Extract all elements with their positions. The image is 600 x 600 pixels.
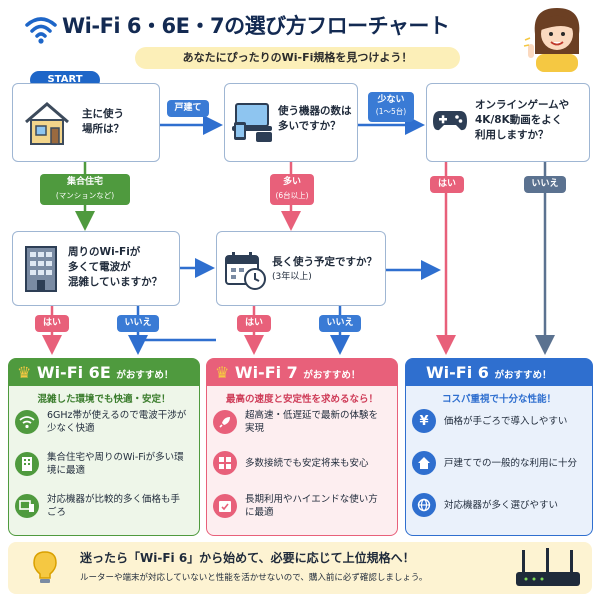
feature-text: 多数接続でも安定将来も安心 — [245, 457, 369, 469]
feature-text: 価格が手ごろで導入しやすい — [444, 415, 568, 427]
calendar-clock-icon — [225, 252, 266, 290]
footer-main-text: 迷ったら「Wi-Fi 6」から始めて、必要に応じて上位規格へ！ — [80, 551, 415, 565]
feature-item: 多数接続でも安定将来も安心 — [213, 451, 385, 475]
feature-text: 超高速・低遅延で最新の体験を実現 — [245, 410, 379, 434]
edge-label-congestion-yes: はい — [35, 315, 69, 332]
question-long-term-text: 長く使う予定ですか？ (3年以上) — [272, 255, 384, 285]
house-icon — [412, 451, 436, 475]
house-icon — [25, 102, 69, 145]
apartment-building-icon — [25, 246, 57, 292]
feature-item: 超高速・低遅延で最新の体験を実現 — [213, 409, 385, 435]
guide-woman-illustration — [523, 8, 580, 72]
subtitle-banner: あなたにぴったりのWi-Fi規格を見つけよう！ — [135, 47, 460, 69]
q2-line2: 多いですか？ — [278, 120, 341, 132]
feature-text: 戸建てでの一般的な利用に十分 — [444, 457, 578, 469]
router-icon — [516, 548, 580, 586]
card-suffix: がおすすめ！ — [494, 370, 552, 381]
card-title: Wi-Fi 6E — [36, 363, 111, 382]
q1-line2: 場所は？ — [82, 123, 124, 135]
edge-label-apartment-line2: (マンションなど) — [55, 191, 115, 200]
q1-line1: 主に使う — [82, 108, 124, 120]
question-location-text: 主に使う 場所は？ — [82, 107, 157, 137]
q2-line1: 使う機器の数は — [278, 105, 352, 117]
feature-text: 集合住宅や周りのWi-Fiが多い環境に最適 — [47, 452, 184, 476]
edge-label-apartment: 集合住宅 (マンションなど) — [40, 174, 130, 205]
footer-tip-banner — [8, 542, 592, 594]
feature-item: 集合住宅や周りのWi-Fiが多い環境に最適 — [15, 451, 187, 477]
card-tagline: 混雑した環境でも快適・安定！ — [37, 394, 171, 405]
edge-label-many-line2: (6台以上) — [275, 191, 309, 200]
edge-label-long-term-no: いいえ — [319, 315, 361, 332]
feature-text: 長期利用やハイエンドな使い方に最適 — [245, 494, 378, 518]
building-icon — [15, 452, 39, 476]
edge-label-gaming-yes: はい — [430, 176, 464, 193]
q3-line2: 4K/8K動画をよく — [475, 114, 563, 126]
crown-icon: ♛ — [215, 363, 230, 382]
feature-item: ¥ 価格が手ごろで導入しやすい — [412, 409, 584, 433]
grid-icon — [213, 451, 237, 475]
q5-line1: 長く使う予定ですか？ — [272, 256, 377, 268]
question-device-count-text: 使う機器の数は 多いですか？ — [278, 104, 360, 134]
edge-label-congestion-no: いいえ — [117, 315, 159, 332]
page-title: Wi-Fi 6・6E・7の選び方フローチャート — [62, 14, 450, 38]
card-suffix: がおすすめ！ — [303, 370, 361, 381]
feature-item: 6GHz帯が使えるので電波干渉が少なく快適 — [15, 409, 187, 435]
card-header: ♛ Wi-Fi 7 がおすすめ！ — [207, 359, 397, 386]
edge-label-house: 戸建て — [167, 100, 209, 117]
card-suffix: がおすすめ！ — [116, 370, 174, 381]
edge-label-gaming-no: いいえ — [524, 176, 566, 193]
calendar-check-icon — [213, 494, 237, 518]
devices-icon — [15, 494, 39, 518]
q3-line3: 利用しますか？ — [475, 129, 549, 141]
crown-icon: ♛ — [17, 363, 32, 382]
feature-item: 対応機器が比較的多く価格も手ごろ — [15, 493, 187, 519]
edge-label-few: 少ない (1〜5台) — [368, 92, 414, 122]
rocket-icon — [213, 410, 237, 434]
edge-label-few-line2: (1〜5台) — [375, 107, 407, 116]
edge-label-apartment-line1: 集合住宅 — [66, 177, 103, 187]
edge-label-many-line1: 多い — [282, 177, 301, 187]
card-tagline: コスパ重視で十分な性能！ — [441, 394, 556, 405]
feature-item: 戸建てでの一般的な利用に十分 — [412, 451, 584, 475]
q4-line2: 多くて電波が — [68, 261, 131, 273]
q5-line2: (3年以上) — [272, 272, 312, 282]
wifi-logo-icon — [25, 17, 57, 44]
edge-label-few-line1: 少ない — [377, 95, 405, 105]
result-card-wifi-7: ♛ Wi-Fi 7 がおすすめ！ 最高の速度と安定性を求めるなら！ 超高速・低遅… — [206, 358, 398, 536]
result-card-wifi-6: Wi-Fi 6 がおすすめ！ コスパ重視で十分な性能！ ¥ 価格が手ごろで導入し… — [405, 358, 593, 536]
card-header: Wi-Fi 6 がおすすめ！ — [406, 359, 592, 386]
feature-item: 長期利用やハイエンドな使い方に最適 — [213, 493, 385, 519]
question-location-box — [12, 83, 160, 162]
yen-icon: ¥ — [412, 409, 436, 433]
feature-text: 6GHz帯が使えるので電波干渉が少なく快適 — [47, 410, 187, 434]
card-title: Wi-Fi 6 — [426, 363, 489, 382]
result-card-wifi-6e: ♛ Wi-Fi 6E がおすすめ！ 混雑した環境でも快適・安定！ 6GHz帯が使… — [8, 358, 200, 536]
card-title: Wi-Fi 7 — [234, 363, 298, 382]
question-gaming-text: オンラインゲームや 4K/8K動画をよく 利用しますか？ — [475, 98, 587, 143]
feature-item: 対応機器が多く選びやすい — [412, 493, 584, 517]
q3-line1: オンラインゲームや — [475, 99, 570, 111]
game-controller-icon — [433, 111, 467, 131]
laptop-phone-icon — [232, 103, 272, 142]
footer-note-text: ルーターや端末が対応していないと性能を活かせないので、購入前に必ず確認しましょう… — [80, 573, 428, 583]
feature-text: 対応機器が多く選びやすい — [444, 499, 559, 511]
lightbulb-icon — [33, 551, 57, 583]
edge-label-many: 多い (6台以上) — [270, 174, 314, 205]
q4-line3: 混雑していますか？ — [68, 276, 163, 288]
feature-text: 対応機器が比較的多く価格も手ごろ — [47, 494, 181, 518]
q4-line1: 周りのWi-Fiが — [68, 246, 141, 258]
question-congestion-text: 周りのWi-Fiが 多くて電波が 混雑していますか？ — [68, 245, 178, 290]
wifi-icon — [15, 410, 39, 434]
card-tagline: 最高の速度と安定性を求めるなら！ — [225, 394, 378, 405]
globe-icon — [412, 493, 436, 517]
edge-label-long-term-yes: はい — [237, 315, 271, 332]
card-header: ♛ Wi-Fi 6E がおすすめ！ — [9, 359, 199, 386]
